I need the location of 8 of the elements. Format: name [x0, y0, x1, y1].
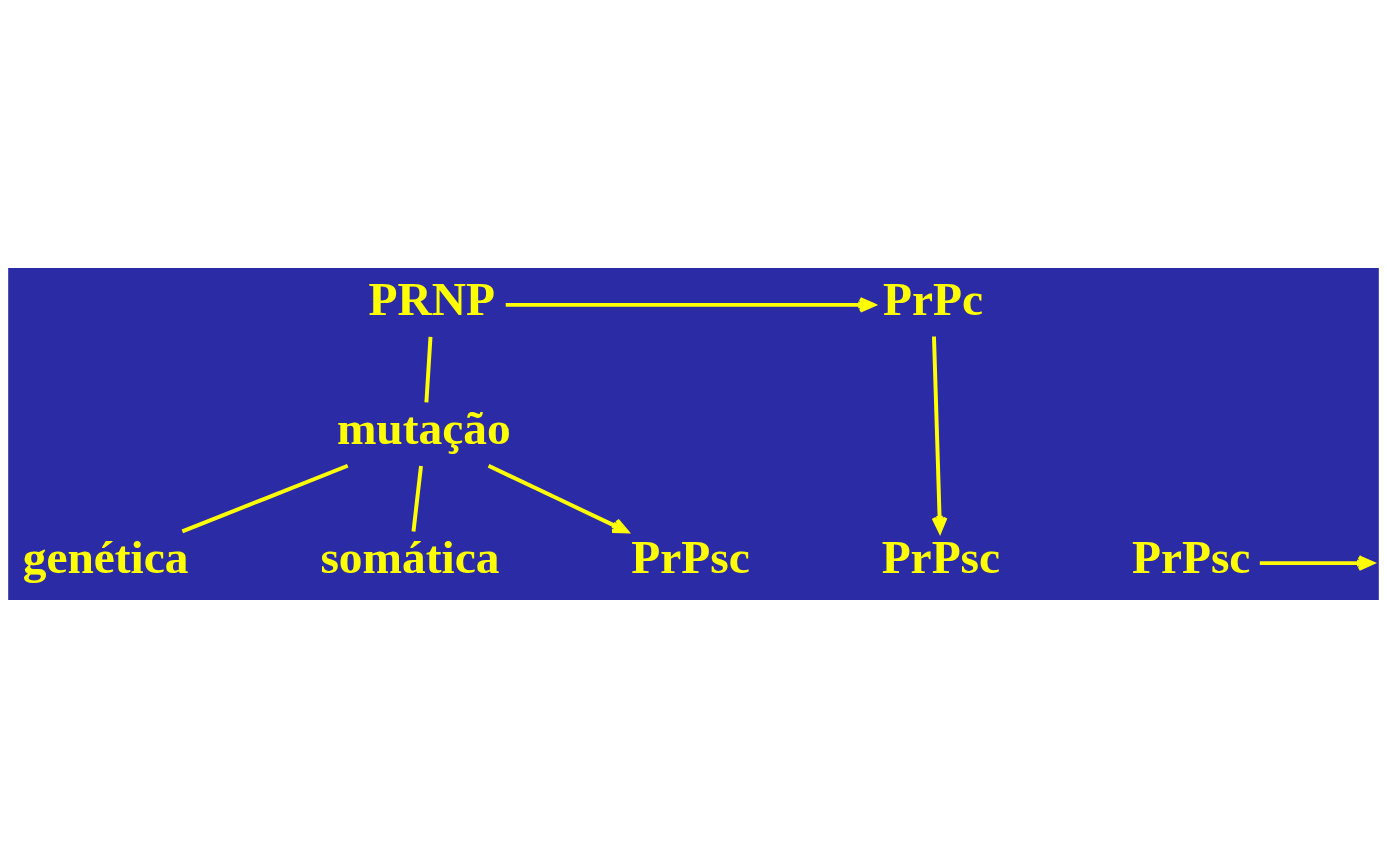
- node-text: PRNP: [368, 273, 495, 326]
- node-text: somática: [320, 531, 500, 584]
- node-text: PrPsc: [631, 531, 750, 584]
- node-text: PrPc: [882, 273, 983, 326]
- node-text: PrPsc: [1131, 531, 1251, 584]
- node-text: mutação: [336, 402, 511, 455]
- node-text: PrPsc: [881, 531, 1001, 584]
- node-text: genética: [22, 531, 189, 584]
